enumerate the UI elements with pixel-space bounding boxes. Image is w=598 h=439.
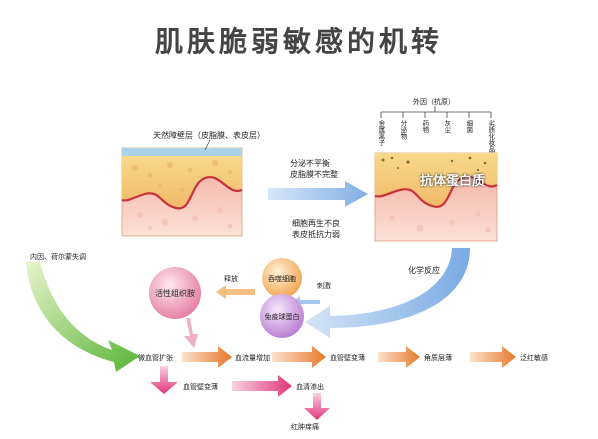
internal-cause-label: 内因、荷尔蒙失调 xyxy=(30,253,86,261)
barrier-pointer xyxy=(204,139,211,151)
active-tissue-label: 活性组织胺 xyxy=(155,289,195,298)
page-title: 肌肤脆弱敏感的机转 xyxy=(154,25,443,58)
flow-row1-arrows xyxy=(182,346,516,368)
release-label: 释放 xyxy=(224,275,238,283)
damaged-skin-panel xyxy=(374,152,498,242)
cause-secretion-imbalance: 分泌不平衡 xyxy=(290,159,330,168)
cause-sebum-incomplete: 皮脂膜不完整 xyxy=(290,170,338,179)
release-arrow xyxy=(216,285,255,299)
external-item-drugs: 药物 xyxy=(420,120,429,133)
chemical-reaction-arrow xyxy=(305,248,470,338)
immunoglobulin-label: 免疫球蛋白 xyxy=(264,313,300,321)
external-cause-header: 外因（抗原） xyxy=(413,98,455,106)
flow-stratum-thin: 角质层薄 xyxy=(424,354,452,362)
cause-weak-resistance: 表皮抵抗力弱 xyxy=(292,230,340,239)
healthy-skin-panel xyxy=(121,147,243,237)
external-item-bacteria: 细菌 xyxy=(464,120,473,133)
flow-capillary-dilation: 微血管扩张 xyxy=(138,354,173,362)
flow-serum-exudation: 血清渗出 xyxy=(296,383,324,391)
chemical-reaction-label: 化学反应 xyxy=(408,266,440,275)
flow-vessel-thin: 血管壁变薄 xyxy=(330,354,365,362)
flow-red-sensitive: 泛红敏感 xyxy=(520,354,548,362)
barrier-label: 天然障壁层（皮脂膜、表皮层） xyxy=(153,131,265,140)
external-item-dust: 灰尘 xyxy=(442,120,451,133)
active-tissue-circle xyxy=(149,267,201,319)
immunoglobulin-circle xyxy=(260,294,304,338)
external-bracket xyxy=(380,106,492,118)
flow-row2-arrows xyxy=(150,366,330,420)
stimulate-label: 刺激 xyxy=(317,282,331,290)
external-item-metal-ions: 金属离子 xyxy=(376,120,385,146)
external-item-cosmetics: 劣质化妆品 xyxy=(486,120,495,153)
external-item-secretions: 分泌物 xyxy=(398,120,407,140)
flow-vessel-thin-2: 血管壁变薄 xyxy=(183,383,218,391)
mast-cell-circle xyxy=(262,258,302,298)
internal-cause-arrow xyxy=(26,262,140,372)
cause-poor-regeneration: 细胞再生不良 xyxy=(292,219,340,228)
mast-cell-label: 吞噬细胞 xyxy=(268,275,296,283)
flow-swelling-itch: 红肿痒痛 xyxy=(291,423,319,431)
tissue-down-arrow xyxy=(184,318,198,348)
flow-blood-increase: 血流量增加 xyxy=(235,354,270,362)
barrier-arrow xyxy=(268,181,368,207)
antibody-protein-label: 抗体蛋白质 xyxy=(420,174,486,189)
